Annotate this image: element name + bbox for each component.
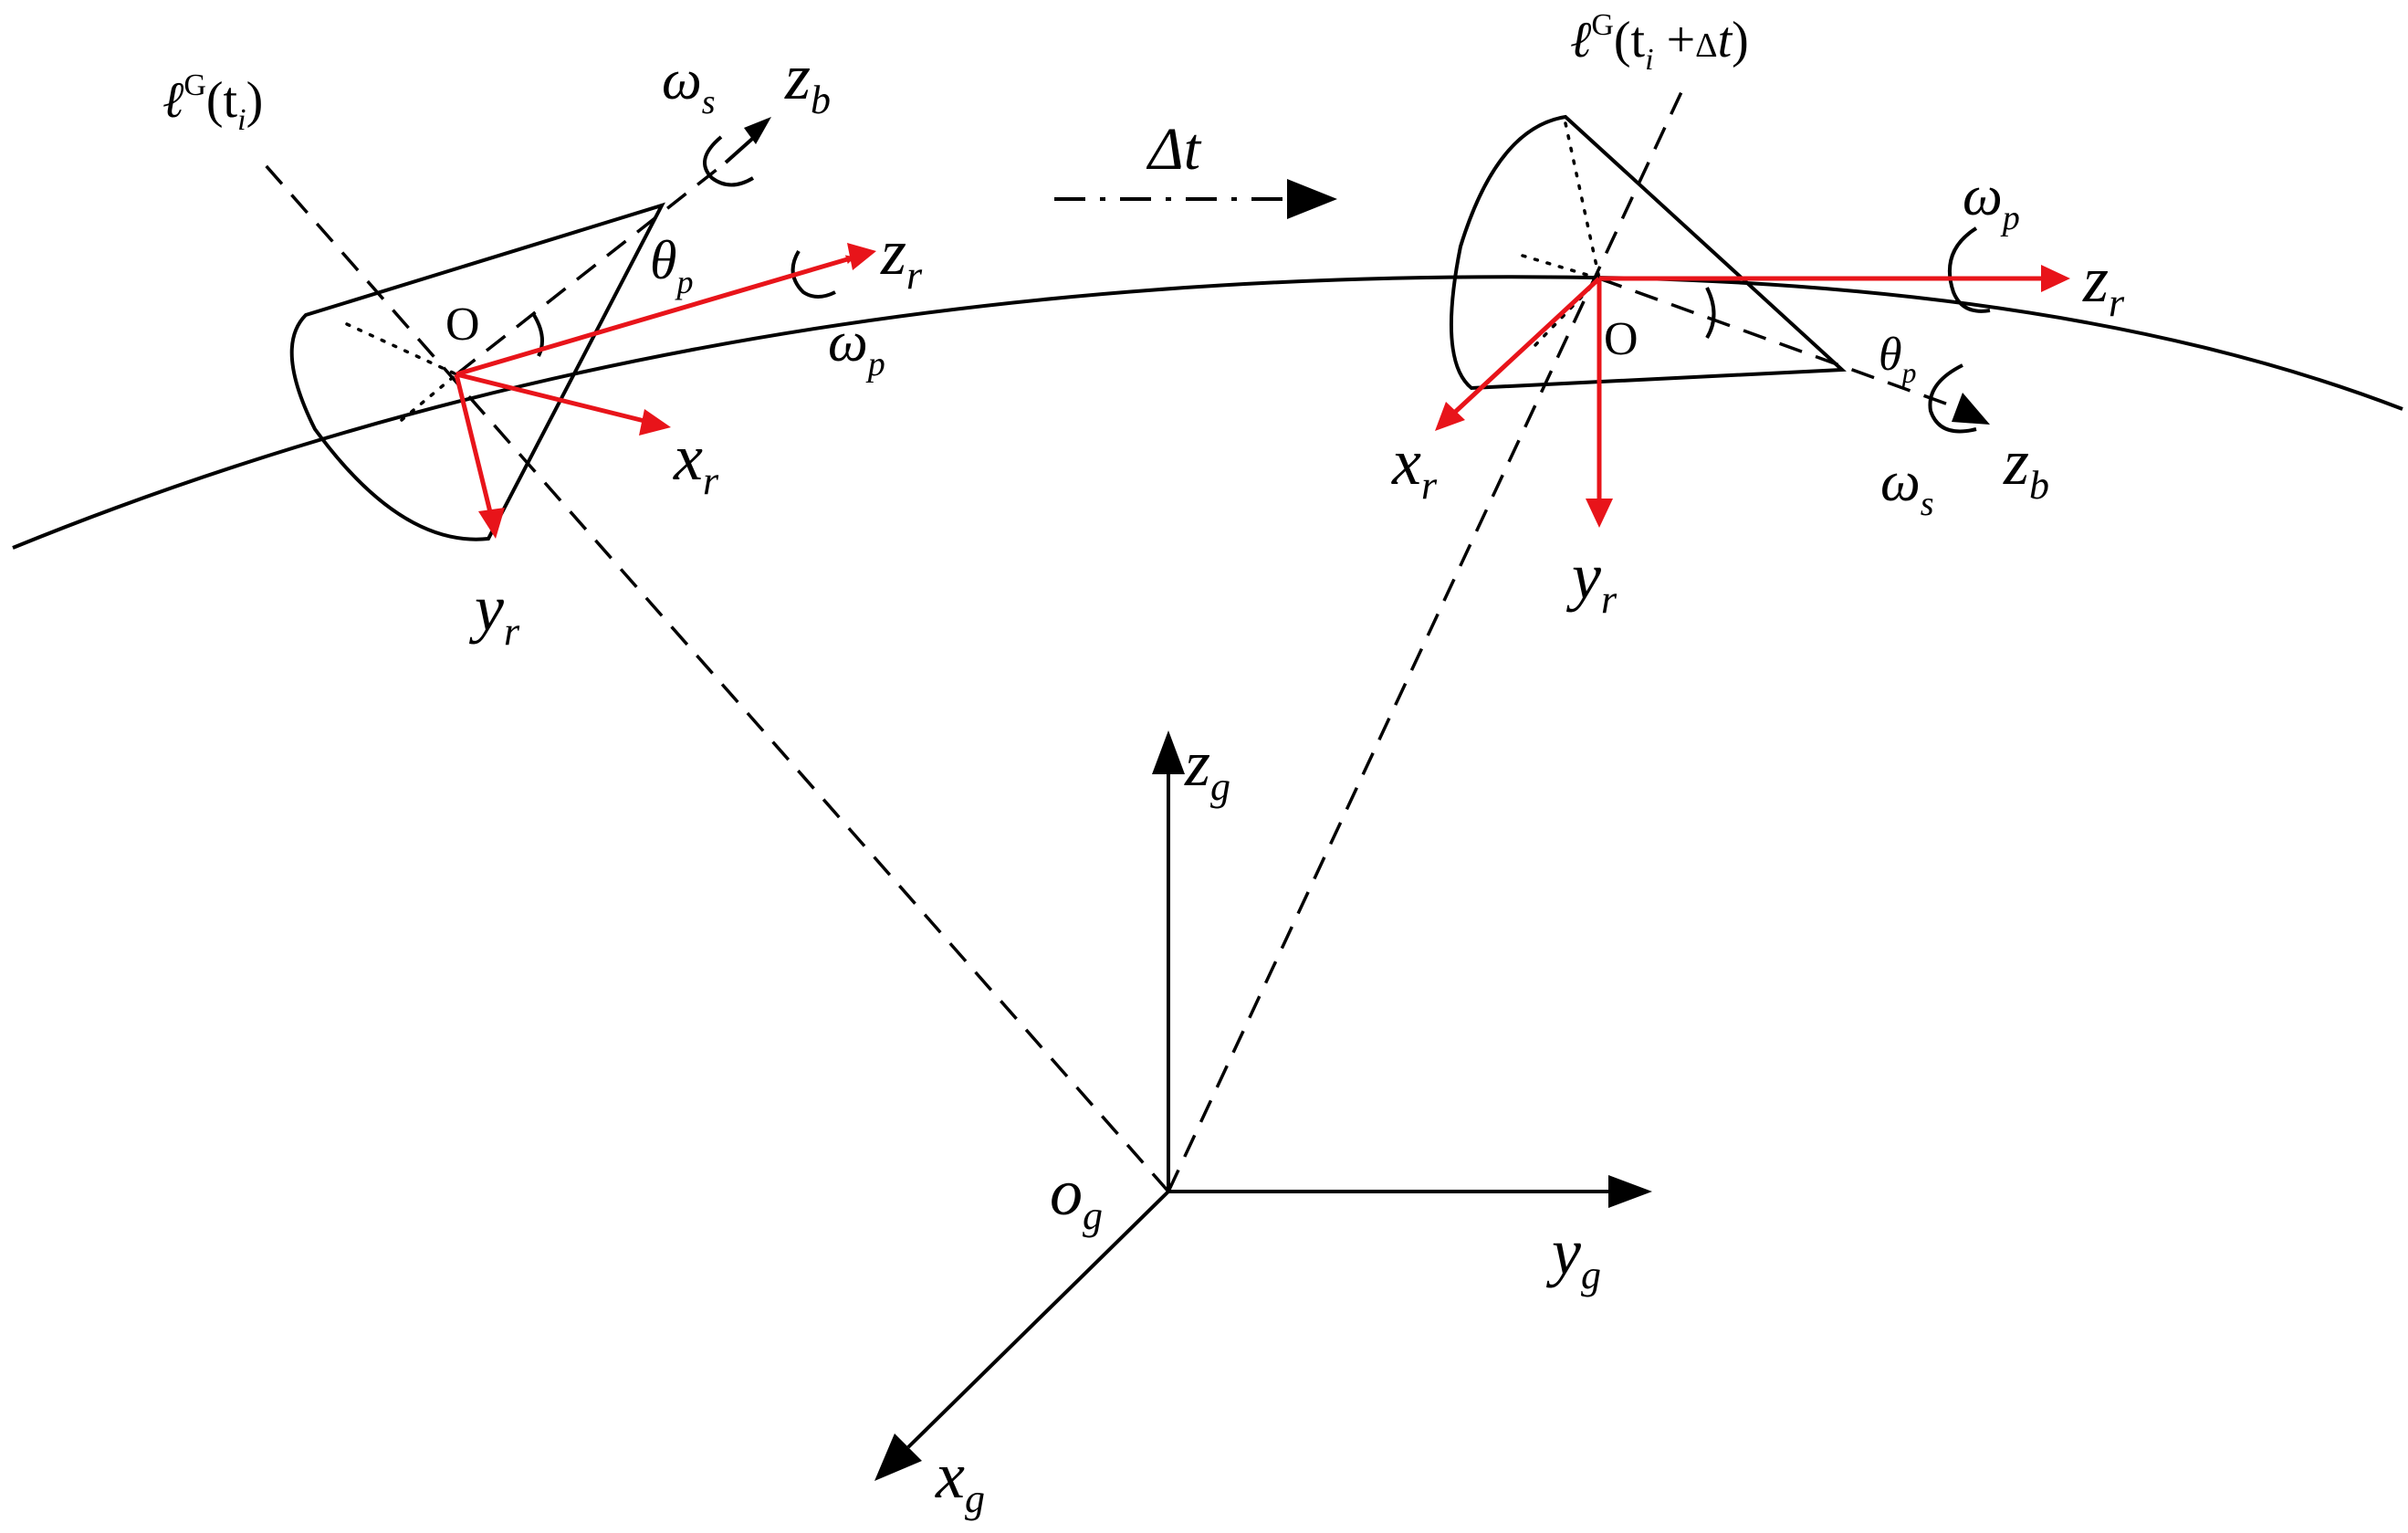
right-body-axis-dashed (1598, 277, 1954, 408)
ground-origin-label: og (1050, 1156, 1103, 1238)
right-theta-angle-arc (1705, 287, 1716, 340)
left-projectile: ℓG(ti) ωs zb θp O zr ωp xr yr (162, 40, 923, 654)
left-zr-arrowhead (847, 243, 876, 270)
yg-label: yg (1545, 1215, 1601, 1297)
right-origin-label: O (1604, 313, 1638, 365)
left-xr-arrow (455, 372, 649, 425)
left-theta-label: θp (650, 230, 693, 300)
right-spin-rotation-icon (1928, 363, 1977, 434)
xg-arrowhead (874, 1433, 922, 1481)
right-spin-label: ωs (1880, 451, 1934, 523)
time-step-indicator: Δt (1054, 116, 1337, 219)
right-zb-arrowhead (1952, 393, 1990, 425)
left-zb-label: zb (784, 40, 831, 122)
right-xr-arrowhead (1435, 402, 1465, 431)
line-of-sight-right (1167, 79, 1689, 1192)
right-cone-cross-dotted (1521, 254, 1601, 280)
zg-label: zg (1184, 727, 1230, 809)
left-zr-label: zr (880, 215, 923, 298)
right-projectile: ℓG(ti +Δt) ωp zr O θp ωs zb xr yr (1391, 8, 2125, 622)
left-yr-arrow (454, 373, 494, 517)
left-xr-arrowhead (639, 409, 671, 436)
right-xr-arrow (1450, 277, 1601, 417)
right-los-label: ℓG(ti +Δt) (1570, 8, 1749, 77)
left-yr-arrowhead (478, 508, 505, 539)
left-zb-arrow-shaft (724, 131, 761, 164)
left-theta-angle-arc (532, 313, 544, 357)
line-of-sight-left (263, 163, 1170, 1193)
trajectory-curve (12, 275, 2403, 550)
right-theta-label: θp (1879, 329, 1917, 389)
time-step-arrowhead (1287, 179, 1337, 219)
left-zr-arrow (455, 255, 855, 377)
left-spin-label: ωs (662, 49, 716, 121)
right-cone-base-dotted (1564, 121, 1601, 280)
yg-arrowhead (1608, 1175, 1652, 1208)
left-los-label: ℓG(ti) (162, 68, 263, 137)
left-zb-arrowhead (744, 117, 771, 144)
zg-arrowhead (1152, 730, 1185, 774)
right-yr-arrowhead (1586, 499, 1613, 528)
left-xr-label: xr (673, 421, 719, 503)
ground-coordinate-frame: og zg yg xg (874, 727, 1652, 1521)
right-zr-arrowhead (2041, 265, 2070, 292)
left-origin-label: O (445, 299, 480, 351)
right-precession-label: ωp (1963, 165, 2020, 237)
xg-axis (906, 1190, 1170, 1449)
right-zb-label: zb (2003, 425, 2049, 508)
left-yr-label: yr (468, 572, 520, 654)
xg-label: xg (935, 1439, 985, 1521)
left-cone-outline (289, 202, 665, 541)
right-cone-outline (1449, 114, 1847, 391)
right-xr-label: xr (1391, 425, 1438, 508)
left-precession-label: ωp (828, 311, 885, 383)
left-precession-rotation-icon (790, 249, 836, 299)
right-yr-label: yr (1565, 540, 1618, 622)
left-cone-cross-dotted (400, 373, 458, 422)
left-spin-rotation-icon (703, 135, 755, 187)
time-step-label: Δt (1146, 116, 1202, 183)
left-body-axis-dashed (455, 161, 728, 376)
right-precession-rotation-icon (1947, 226, 1991, 313)
right-zr-label: zr (2082, 243, 2125, 325)
left-cone-base-dotted (345, 322, 458, 376)
